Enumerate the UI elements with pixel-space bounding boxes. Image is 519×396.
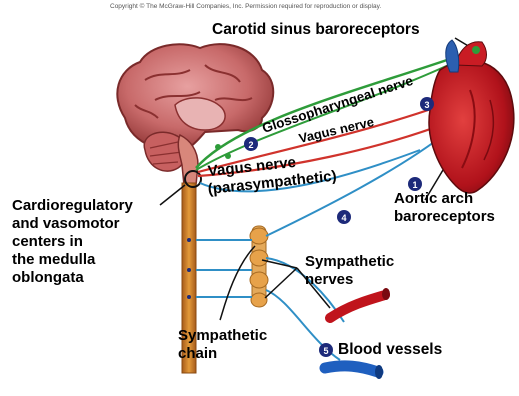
label-symp-chain-line1: Sympathetic — [178, 327, 267, 345]
svg-text:5: 5 — [323, 346, 328, 356]
carotid-receptor-dot — [472, 46, 480, 54]
label-sympathetic-nerves: Sympathetic nerves — [305, 253, 394, 289]
label-aortic-arch: Aortic arch baroreceptors — [394, 190, 495, 226]
svg-text:3: 3 — [424, 100, 429, 110]
badge-3: 3 — [420, 97, 434, 111]
badge-2: 2 — [244, 137, 258, 151]
green-node — [215, 144, 221, 150]
label-cardio-line2: and vasomotor — [12, 215, 133, 233]
label-cardio-line4: the medulla — [12, 251, 133, 269]
vena-cava — [446, 40, 459, 72]
vein-lumen — [375, 365, 383, 379]
cerebrum — [117, 44, 273, 150]
label-aortic-line2: baroreceptors — [394, 208, 495, 226]
label-vagus-parasympathetic: Vagus nerve (parasympathetic) — [208, 163, 337, 199]
badge-1: 1 — [408, 177, 422, 191]
label-symp-chain-line2: chain — [178, 345, 267, 363]
artery-lumen — [382, 288, 390, 300]
aortic-arch — [455, 42, 487, 66]
badge-5: 5 — [319, 343, 333, 357]
label-cardioregulatory: Cardioregulatory and vasomotor centers i… — [12, 197, 133, 287]
label-cardio-line1: Cardioregulatory — [12, 197, 133, 215]
label-cardio-line5: oblongata — [12, 269, 133, 287]
svg-text:1: 1 — [412, 180, 417, 190]
svg-text:2: 2 — [248, 140, 253, 150]
artery — [330, 295, 385, 318]
label-blood-vessels: Blood vessels — [338, 341, 442, 359]
label-cardio-line3: centers in — [12, 233, 133, 251]
label-symp-nerves-line2: nerves — [305, 271, 394, 289]
vein — [325, 366, 378, 372]
blood-vessels-graphic — [325, 288, 390, 379]
label-carotid-sinus: Carotid sinus baroreceptors — [212, 21, 420, 39]
label-sympathetic-chain: Sympathetic chain — [178, 327, 267, 363]
svg-text:4: 4 — [341, 213, 346, 223]
badge-4: 4 — [337, 210, 351, 224]
green-node-2 — [225, 153, 231, 159]
label-aortic-line1: Aortic arch — [394, 190, 495, 208]
label-symp-nerves-line1: Sympathetic — [305, 253, 394, 271]
sympathetic-chain — [250, 226, 268, 307]
